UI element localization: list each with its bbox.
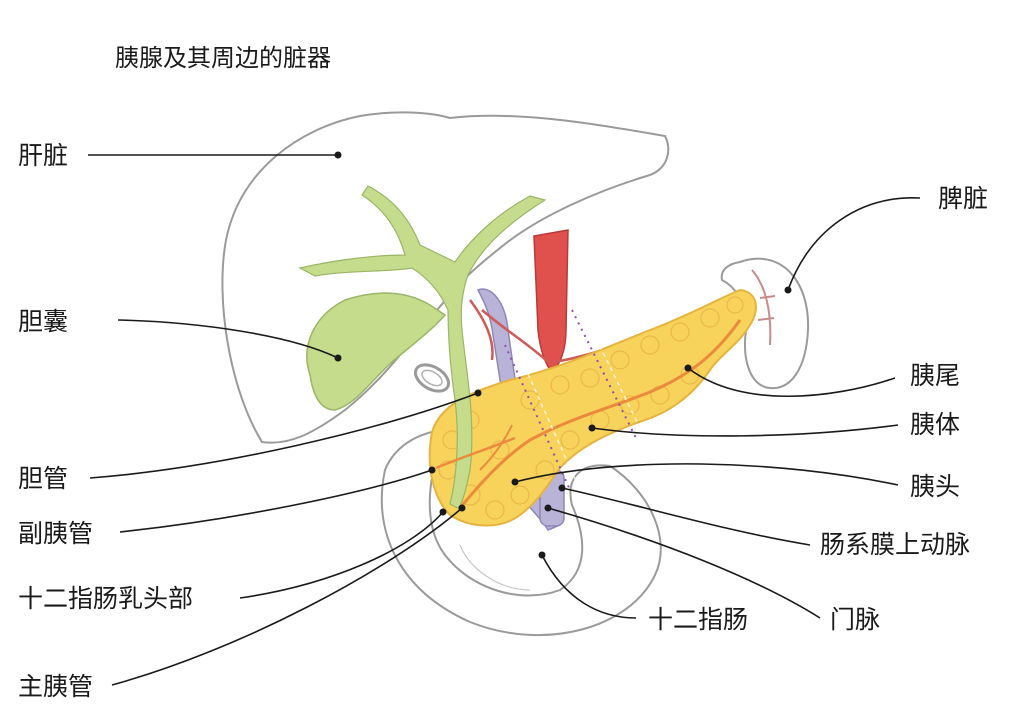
artery-shape	[533, 229, 569, 374]
splenic-vessels	[751, 269, 776, 346]
label-sma: 肠系膜上动脉	[820, 530, 970, 559]
gallbladder-leader	[117, 319, 339, 359]
accessory-duct-leader	[119, 469, 433, 533]
accessory-pancreatic-duct	[435, 436, 516, 470]
head-leader	[514, 463, 899, 486]
duodenum-leader-dot	[538, 551, 546, 559]
spleen-leader	[787, 197, 921, 291]
duodenum-lumen	[459, 544, 531, 591]
diagram-title: 胰腺及其周边的脏器	[115, 44, 331, 72]
bile-duct-tree	[298, 185, 547, 509]
label-portal-vein: 门脉	[830, 605, 880, 634]
label-pancreas-tail: 胰尾	[910, 361, 960, 390]
tail-leader	[687, 367, 896, 397]
label-gallbladder: 胆囊	[18, 307, 68, 336]
papilla-leader	[239, 511, 444, 599]
bile-duct-leader	[89, 392, 479, 479]
sma-leader	[561, 487, 811, 546]
pancreas-shape	[428, 288, 757, 527]
body-leader	[591, 424, 899, 437]
label-spleen: 脾脏	[938, 184, 988, 213]
main-duct-leader-dot	[458, 504, 466, 512]
portal-vein-leader-dot	[544, 504, 552, 512]
main-pancreatic-duct	[458, 319, 742, 509]
label-pancreas-body: 胰体	[910, 410, 960, 439]
sma-leader-dot	[558, 484, 566, 492]
label-bile-duct: 胆管	[18, 464, 68, 493]
head-body-divider-shade	[514, 344, 581, 491]
label-papilla: 十二指肠乳头部	[18, 584, 193, 613]
accessory-duct-leader-dot	[428, 466, 436, 474]
spleen-leader-dot	[784, 286, 792, 294]
pancreas-texture	[438, 296, 744, 520]
portal-vein-leader	[547, 507, 821, 619]
duodenum-shape	[380, 428, 662, 637]
label-accessory-duct: 副胰管	[18, 519, 93, 548]
liver-leader-dot	[334, 151, 342, 159]
leader-lines	[88, 151, 921, 686]
body-leader-dot	[588, 424, 596, 432]
body-tail-divider-shade	[581, 309, 647, 441]
label-duodenum: 十二指肠	[648, 605, 748, 634]
main-duct-leader	[111, 507, 463, 686]
papilla-leader-dot	[439, 508, 447, 516]
gallbladder-leader-dot	[334, 354, 342, 362]
head-leader-dot	[511, 478, 519, 486]
vessel-ring-inner	[421, 369, 443, 387]
bile-duct-leader-dot	[474, 389, 482, 397]
label-liver: 肝脏	[18, 141, 68, 170]
duct-branch	[479, 424, 513, 471]
duodenum-leader	[541, 554, 637, 619]
label-pancreas-head: 胰头	[910, 472, 960, 501]
tail-leader-dot	[684, 364, 692, 372]
label-main-duct: 主胰管	[18, 672, 93, 701]
gallbladder-shape	[306, 292, 447, 411]
